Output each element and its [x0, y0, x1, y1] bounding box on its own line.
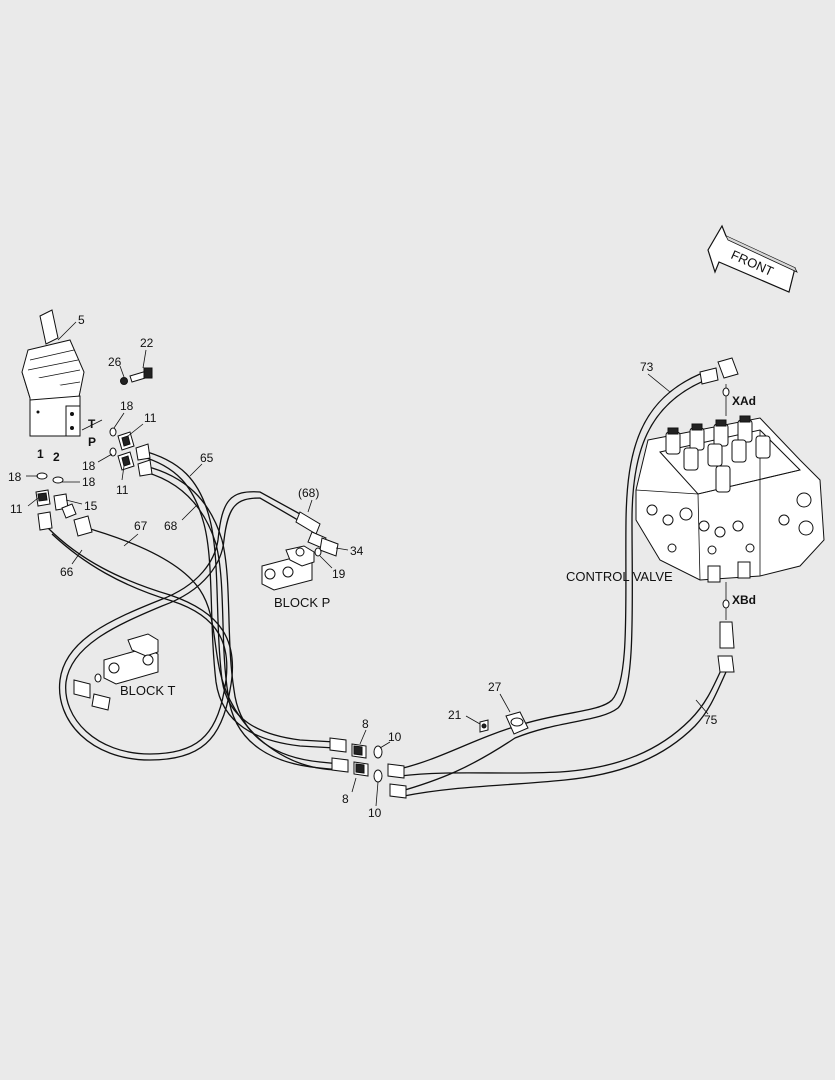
callout-11-left: 11: [10, 502, 23, 516]
text-labels: CONTROL VALVE BLOCK P BLOCK T T P 1 2 XA…: [37, 394, 756, 698]
fittings-8-10: [329, 737, 407, 799]
block-t: [73, 633, 159, 699]
block-p: [261, 511, 339, 591]
port-t-label: T: [88, 417, 96, 431]
xbd-label: XBd: [732, 593, 756, 607]
callout-11-top: 11: [144, 411, 157, 425]
callout-8-bottom: 8: [342, 792, 349, 806]
callout-18-right: 18: [82, 475, 96, 489]
port-p-label: P: [88, 435, 96, 449]
block-t-label: BLOCK T: [120, 683, 175, 698]
clamp-27: [479, 711, 529, 735]
callout-10-top: 10: [388, 730, 402, 744]
callout-15: 15: [84, 499, 98, 513]
callout-5: 5: [78, 313, 85, 327]
control-valve-label: CONTROL VALVE: [566, 569, 673, 584]
bolt-22: [129, 367, 153, 383]
hoses: [47, 373, 727, 797]
callout-26: 26: [108, 355, 122, 369]
callout-19: 19: [332, 567, 346, 581]
callout-18-mid: 18: [82, 459, 96, 473]
callout-numbers: 5 22 26 18 11 18 11 18 18 11 15 65 68 67…: [8, 313, 718, 820]
callout-18-top: 18: [120, 399, 134, 413]
callout-21: 21: [448, 708, 462, 722]
callout-65: 65: [200, 451, 214, 465]
control-valve: [635, 357, 825, 673]
port-2-label: 2: [53, 450, 60, 464]
port-1-label: 1: [37, 447, 44, 461]
front-arrow: FRONT: [707, 224, 798, 293]
callout-66: 66: [60, 565, 74, 579]
callout-22: 22: [140, 336, 154, 350]
block-p-label: BLOCK P: [274, 595, 330, 610]
leader-lines: [26, 321, 709, 807]
callout-34: 34: [350, 544, 364, 558]
callout-27: 27: [488, 680, 502, 694]
callout-8-top: 8: [362, 717, 369, 731]
callout-68-ref: (68): [298, 486, 319, 500]
xad-label: XAd: [732, 394, 756, 408]
callout-73: 73: [640, 360, 654, 374]
callout-10-bottom: 10: [368, 806, 382, 820]
callout-18-left: 18: [8, 470, 22, 484]
callout-67: 67: [134, 519, 148, 533]
pilot-valve-joystick: [21, 309, 85, 437]
washer-26: [120, 377, 128, 385]
callout-68: 68: [164, 519, 178, 533]
callout-75: 75: [704, 713, 718, 727]
callout-11-mid: 11: [116, 483, 129, 497]
